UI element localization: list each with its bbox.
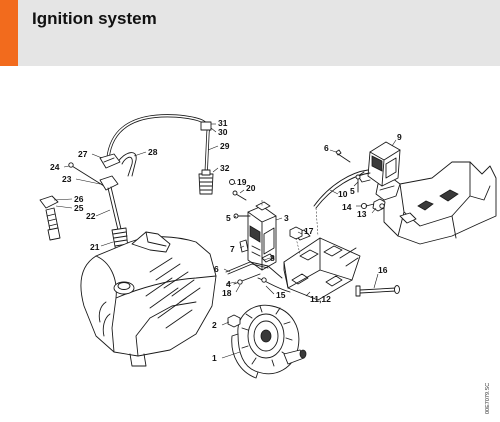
callout-31: 31	[218, 118, 228, 128]
washer-19	[229, 179, 235, 185]
wire-lower	[225, 261, 283, 279]
callout-30: 30	[218, 127, 228, 137]
callout-9: 9	[397, 132, 402, 142]
callout-5-right: 5	[350, 186, 355, 196]
connector-top	[99, 153, 121, 169]
callout-16: 16	[378, 265, 388, 275]
callout-11-12: 11,12	[310, 294, 331, 304]
nut-2	[227, 314, 241, 328]
nut-17	[289, 226, 303, 240]
screw-20	[235, 193, 247, 201]
callout-27: 27	[78, 149, 88, 159]
spring-wire	[71, 165, 105, 187]
carrier-plate	[283, 229, 361, 301]
ignition-lead	[106, 114, 212, 178]
callout-25: 25	[74, 203, 84, 213]
callout-26: 26	[74, 194, 84, 204]
callout-5-center: 5	[226, 213, 231, 223]
leader-lines	[53, 123, 397, 359]
pin-upper	[335, 149, 351, 163]
drawing-code: 00E7079.SC	[485, 383, 491, 414]
callout-19: 19	[237, 177, 247, 187]
callout-29: 29	[220, 141, 230, 151]
hose	[117, 152, 137, 177]
fan-housing	[80, 231, 217, 367]
page-title: Ignition system	[32, 9, 157, 28]
callout-4: 4	[226, 279, 231, 289]
grommet-18	[237, 279, 243, 285]
callout-7: 7	[230, 244, 235, 254]
spring-8	[261, 253, 275, 263]
callout-1: 1	[212, 353, 217, 363]
callout-28: 28	[148, 147, 158, 157]
callout-2: 2	[212, 320, 217, 330]
bolt	[355, 285, 400, 297]
callout-3: 3	[284, 213, 289, 223]
callout-labels: 1 2 3 4 5 5 6 6 7 8 9 10 11,12 13 14 15 …	[50, 118, 402, 363]
callout-18: 18	[222, 288, 232, 298]
callout-15: 15	[276, 290, 286, 300]
callout-14: 14	[342, 202, 352, 212]
callout-24: 24	[50, 162, 60, 172]
callout-6-lower: 6	[214, 264, 219, 274]
spark-plug-boot	[198, 169, 214, 195]
short-circuit-wire	[107, 187, 119, 231]
callout-23: 23	[62, 174, 72, 184]
callout-17: 17	[304, 226, 314, 236]
callout-10: 10	[338, 189, 348, 199]
ground-wire	[313, 169, 369, 207]
callout-32: 32	[220, 163, 230, 173]
bolt-assembly	[39, 195, 61, 241]
header-accent-bar	[0, 0, 18, 66]
callout-13: 13	[357, 209, 367, 219]
ignition-exploded-diagram: 1 2 3 4 5 5 6 6 7 8 9 10 11,12 13 14 15 …	[39, 114, 497, 414]
callout-20: 20	[246, 183, 256, 193]
page-header: Ignition system	[0, 0, 500, 66]
wire-15	[257, 277, 291, 293]
terminal-23	[99, 175, 119, 191]
callout-6-upper: 6	[324, 143, 329, 153]
callout-21: 21	[90, 242, 100, 252]
flywheel	[231, 304, 307, 379]
callout-8: 8	[270, 253, 275, 263]
ignition-module	[357, 141, 401, 187]
callout-22: 22	[86, 211, 96, 221]
